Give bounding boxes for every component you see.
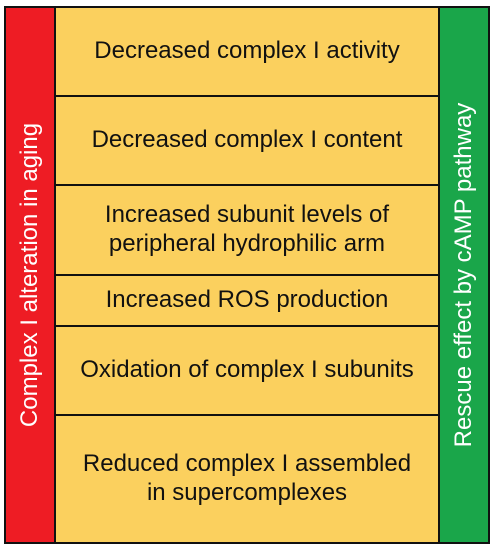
diagram-frame: Complex I alteration in aging Decreased … xyxy=(4,6,490,544)
row-box: Decreased complex I activity xyxy=(56,8,438,97)
row-text: Increased ROS production xyxy=(105,286,389,314)
row-box: Increased subunit levels of peripheral h… xyxy=(56,186,438,276)
row-box: Decreased complex I content xyxy=(56,97,438,186)
row-text: Decreased complex I content xyxy=(91,126,403,154)
row-text: Oxidation of complex I subunits xyxy=(80,356,414,384)
row-text: Decreased complex I activity xyxy=(94,37,400,65)
row-box: Oxidation of complex I subunits xyxy=(56,327,438,416)
center-panel: Decreased complex I activity Decreased c… xyxy=(56,8,438,542)
left-band-label: Complex I alteration in aging xyxy=(16,122,43,428)
row-text: Reduced complex I assembled in supercomp… xyxy=(82,450,412,506)
left-band: Complex I alteration in aging xyxy=(6,8,56,542)
row-box: Reduced complex I assembled in supercomp… xyxy=(56,416,438,542)
row-text: Increased subunit levels of peripheral h… xyxy=(104,201,390,257)
right-band: Rescue effect by cAMP pathway xyxy=(438,8,488,542)
right-band-label: Rescue effect by cAMP pathway xyxy=(450,102,477,448)
row-box: Increased ROS production xyxy=(56,276,438,327)
